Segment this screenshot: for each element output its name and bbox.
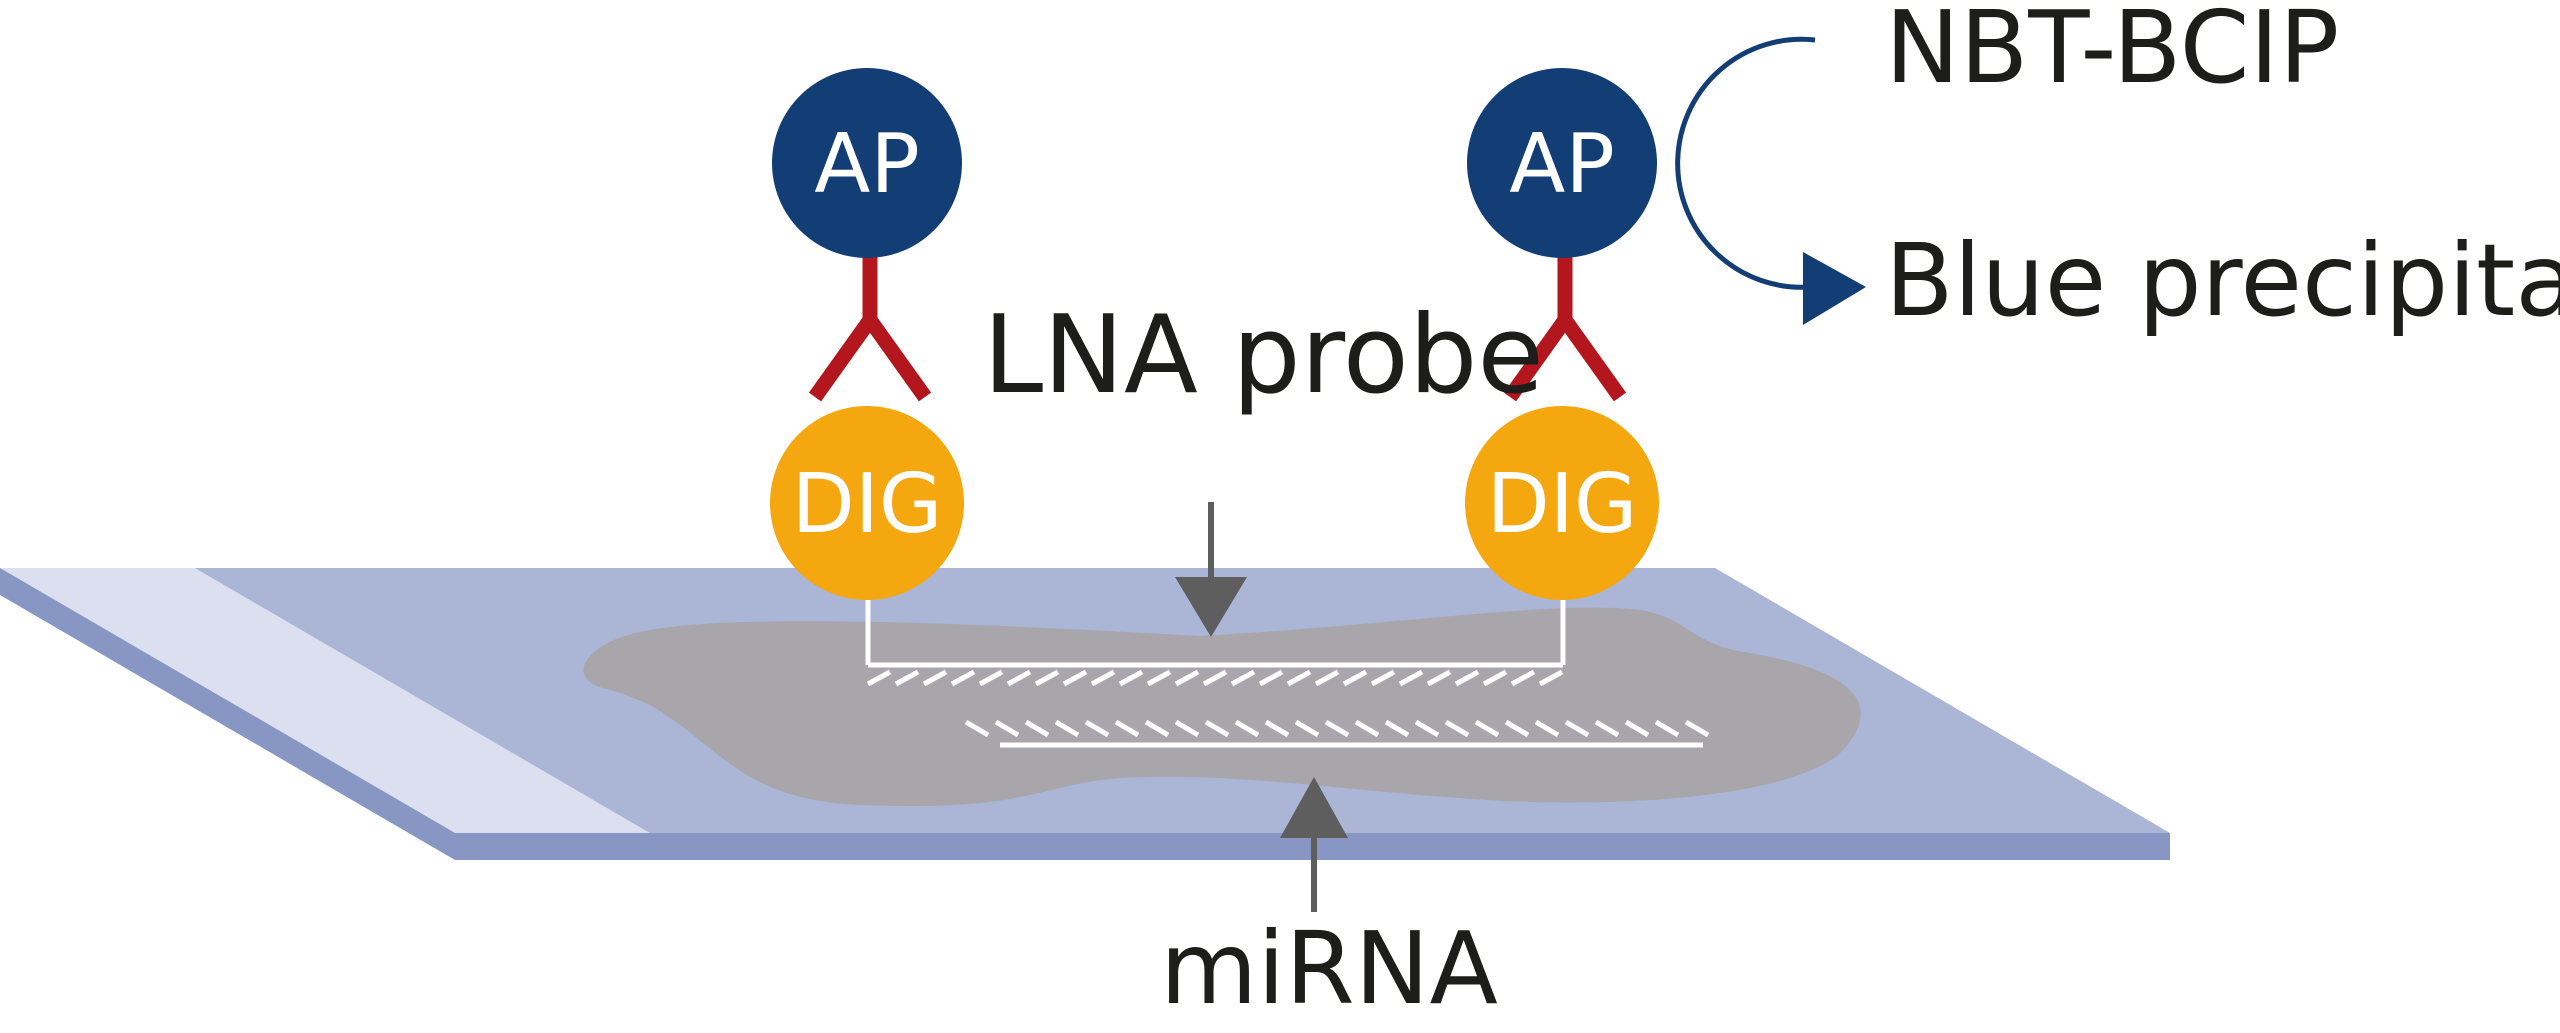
right-ap-circle	[1467, 68, 1657, 258]
left-detection-complex: AP DIG	[770, 68, 964, 600]
right-detection-complex: AP DIG	[1465, 68, 1659, 600]
substrate-label: NBT-BCIP	[1885, 0, 2339, 106]
lna-probe-arrow-icon	[1175, 502, 1247, 637]
right-ap-label: AP	[1509, 117, 1615, 212]
left-ap-circle	[772, 68, 962, 258]
slide-label-area	[0, 568, 650, 833]
mirna-label: miRNA	[1160, 910, 1498, 1027]
left-antibody-icon	[808, 255, 932, 402]
mirna-arrow-icon	[1280, 777, 1348, 912]
left-dig-circle	[770, 406, 964, 600]
right-dig-circle	[1465, 406, 1659, 600]
right-dig-label: DIG	[1487, 457, 1638, 552]
right-antibody-icon	[1503, 255, 1627, 402]
lna-probe-strand	[865, 600, 1566, 687]
left-ap-label: AP	[814, 117, 920, 212]
tissue-section	[583, 607, 1861, 807]
left-dig-label: DIG	[792, 457, 943, 552]
product-label: Blue precipitate	[1885, 222, 2560, 339]
lna-probe-label: LNA probe	[983, 293, 1544, 418]
mirna-strand	[964, 719, 1710, 748]
slide-left-edge	[0, 568, 455, 860]
reaction-arrow-icon	[1675, 36, 1866, 325]
